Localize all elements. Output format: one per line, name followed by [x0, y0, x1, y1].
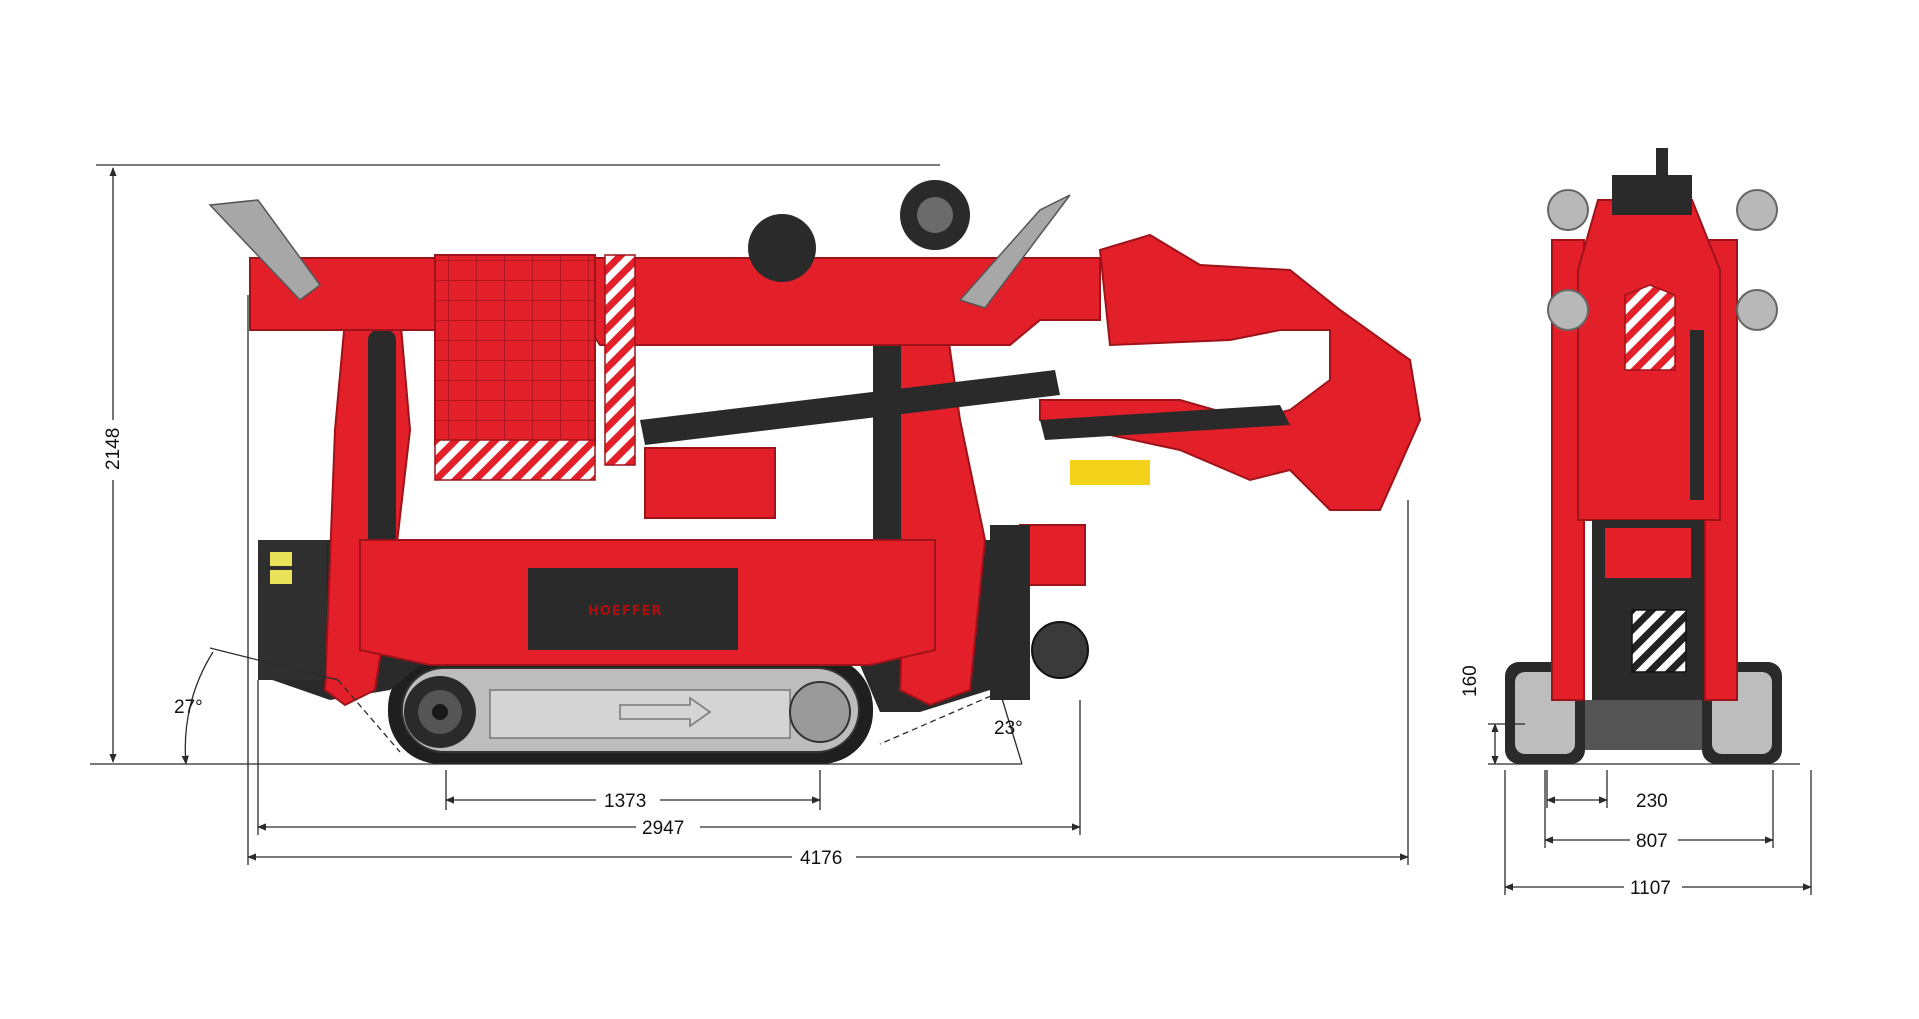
brand-label: HOEFFER	[588, 604, 662, 619]
engine-housing	[434, 254, 596, 446]
overall-length-label: 4176	[800, 848, 842, 869]
front-angle-label: 23°	[994, 718, 1023, 739]
front-view-machine	[1505, 148, 1782, 764]
track-length-label: 1373	[604, 791, 646, 812]
clearance-label: 160	[1460, 665, 1481, 697]
inner-width-label: 807	[1636, 831, 1668, 852]
side-view-machine: HOEFFER	[208, 180, 1422, 764]
height-label: 2148	[103, 428, 124, 470]
boom-tip	[1039, 233, 1422, 511]
base-length-label: 2947	[642, 818, 684, 839]
crawler-track	[388, 656, 873, 764]
rear-angle-label: 27°	[174, 697, 203, 718]
overall-width-label: 1107	[1630, 878, 1671, 899]
track-width-label: 230	[1636, 791, 1668, 812]
